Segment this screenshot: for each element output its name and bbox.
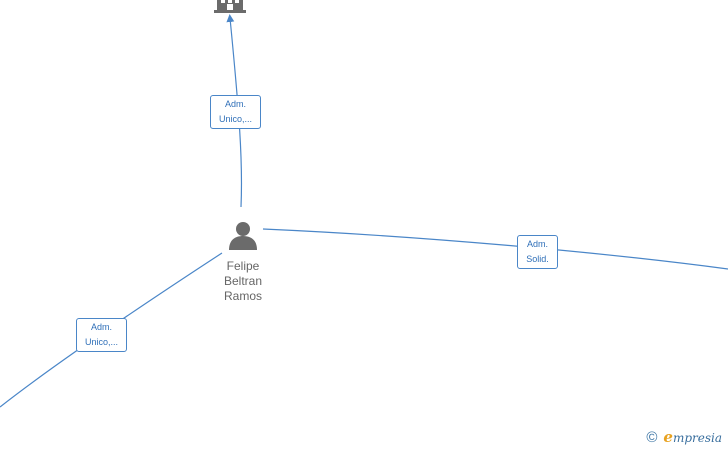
person-icon — [229, 222, 257, 250]
person-node[interactable]: Felipe Beltran Ramos — [205, 220, 281, 304]
brand-logo: empresia — [663, 428, 722, 446]
edge-label-line1: Adm. — [90, 322, 112, 332]
person-name-line3: Ramos — [223, 289, 262, 303]
person-name-line2: Beltran — [223, 274, 263, 288]
edge-to-right[interactable] — [262, 228, 728, 270]
person-name: Felipe Beltran Ramos — [205, 259, 281, 304]
brand-first-letter: e — [663, 428, 673, 446]
watermark: © empresia — [646, 428, 722, 446]
edge-to-company[interactable] — [226, 14, 243, 208]
copyright-icon: © — [646, 428, 658, 446]
edge-label-line2: Solid. — [526, 254, 549, 264]
edge-label-company[interactable]: Adm. Unico,... — [210, 95, 261, 129]
person-name-line1: Felipe — [226, 259, 260, 273]
edge-label-line1: Adm. — [526, 239, 548, 249]
edge-label-line2: Unico,... — [218, 114, 252, 124]
brand-rest: mpresia — [672, 431, 722, 445]
edge-label-bottom-left[interactable]: Adm. Unico,... — [76, 318, 127, 352]
building-icon[interactable] — [212, 0, 248, 16]
edge-label-line2: Unico,... — [84, 337, 118, 347]
edge-label-right[interactable]: Adm. Solid. — [517, 235, 558, 269]
edge-label-line1: Adm. — [224, 99, 246, 109]
